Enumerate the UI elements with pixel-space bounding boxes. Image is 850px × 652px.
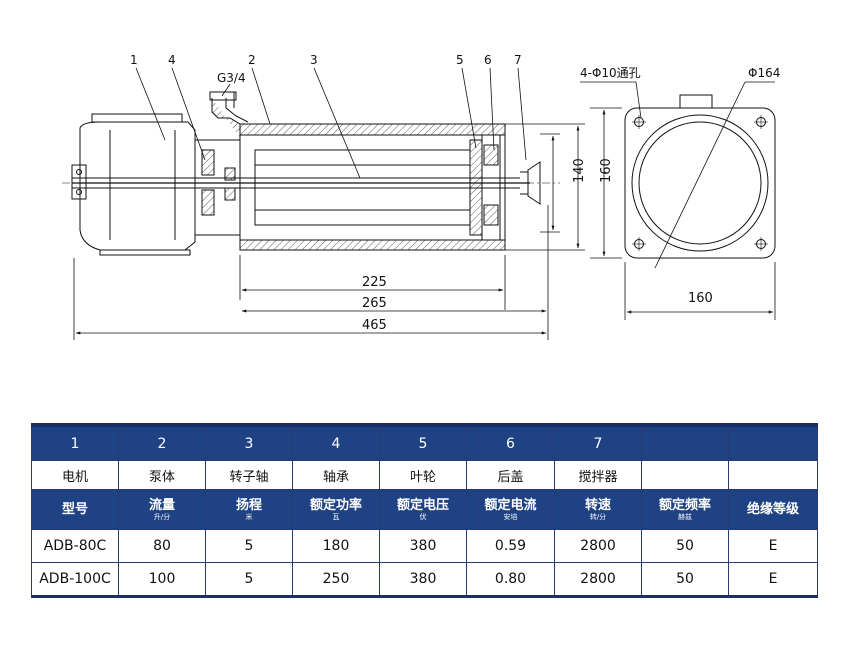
part-name-cell bbox=[641, 460, 729, 490]
dim-140: 140 bbox=[572, 158, 587, 183]
part-label-4: 4 bbox=[168, 53, 176, 67]
part-index-cell: 2 bbox=[118, 424, 206, 461]
parameter-name: 额定功率 bbox=[309, 498, 362, 513]
parameter-header-cell: 转速转/分 bbox=[554, 489, 642, 530]
part-label-7: 7 bbox=[514, 53, 522, 67]
value-cell: 2800 bbox=[554, 529, 642, 563]
parameter-name: 流量 bbox=[148, 498, 175, 513]
dim-160-vertical: 160 bbox=[599, 158, 614, 183]
part-index-cell: 6 bbox=[466, 424, 555, 461]
parameter-unit: 伏 bbox=[419, 513, 427, 521]
part-index-cell: 1 bbox=[31, 424, 119, 461]
parameter-header-cell: 额定电流安培 bbox=[466, 489, 555, 530]
value-cell: 250 bbox=[292, 562, 380, 597]
parameter-header-cell: 型号 bbox=[31, 489, 119, 530]
part-label-6: 6 bbox=[484, 53, 492, 67]
diameter-label: Φ164 bbox=[748, 66, 780, 80]
value-cell: 80 bbox=[118, 529, 206, 563]
parameter-unit: 米 bbox=[245, 513, 253, 521]
part-name-cell bbox=[728, 460, 818, 490]
value-cell: 5 bbox=[205, 529, 293, 563]
pump-technical-drawing: 1 4 G3/4 2 3 5 6 7 225 265 465 140 160 1… bbox=[62, 53, 780, 340]
part-index-cell bbox=[641, 424, 729, 461]
parameter-name: 转速 bbox=[584, 498, 611, 513]
part-label-3: 3 bbox=[310, 53, 318, 67]
end-view bbox=[580, 81, 776, 320]
model-cell: ADB-80C bbox=[31, 529, 119, 563]
leader-lines bbox=[135, 67, 527, 179]
part-label-g34: G3/4 bbox=[217, 71, 246, 85]
parameter-name: 额定电流 bbox=[484, 498, 537, 513]
dim-160-horizontal: 160 bbox=[688, 291, 713, 306]
part-index-cell: 4 bbox=[292, 424, 380, 461]
value-cell: 50 bbox=[641, 529, 729, 563]
parameter-header-cell: 额定频率赫兹 bbox=[641, 489, 729, 530]
value-cell: 2800 bbox=[554, 562, 642, 597]
part-index-cell: 7 bbox=[554, 424, 642, 461]
dimension-labels: 225 265 465 140 160 160 bbox=[362, 158, 713, 333]
value-cell: E bbox=[728, 529, 818, 563]
value-cell: 380 bbox=[379, 529, 467, 563]
parameter-unit: 瓦 bbox=[332, 513, 340, 521]
part-labels: 1 4 G3/4 2 3 5 6 7 bbox=[130, 53, 522, 85]
parameter-name: 扬程 bbox=[235, 498, 262, 513]
parameter-header-cell: 扬程米 bbox=[205, 489, 293, 530]
parameter-name: 绝缘等级 bbox=[746, 502, 799, 517]
part-name-row: 电机泵体转子轴轴承叶轮后盖搅拌器 bbox=[31, 460, 818, 490]
parameter-header-cell: 额定电压伏 bbox=[379, 489, 467, 530]
part-index-cell: 3 bbox=[205, 424, 293, 461]
parameter-unit: 转/分 bbox=[589, 513, 607, 521]
part-name-cell: 电机 bbox=[31, 460, 119, 490]
dimension-lines bbox=[73, 123, 585, 340]
part-label-1: 1 bbox=[130, 53, 138, 67]
value-cell: 5 bbox=[205, 562, 293, 597]
dim-465: 465 bbox=[362, 318, 387, 333]
pump-body bbox=[239, 123, 506, 251]
parameter-unit: 赫兹 bbox=[678, 513, 692, 521]
part-name-cell: 叶轮 bbox=[379, 460, 467, 490]
model-cell: ADB-100C bbox=[31, 562, 119, 597]
dim-225: 225 bbox=[362, 275, 387, 290]
value-cell: 380 bbox=[379, 562, 467, 597]
parameter-name: 型号 bbox=[61, 502, 88, 517]
part-name-cell: 泵体 bbox=[118, 460, 206, 490]
part-label-5: 5 bbox=[456, 53, 464, 67]
side-view bbox=[62, 67, 585, 340]
parameter-header-row: 型号流量升/分扬程米额定功率瓦额定电压伏额定电流安培转速转/分额定频率赫兹绝缘等… bbox=[31, 489, 818, 530]
part-index-cell bbox=[728, 424, 818, 461]
part-name-cell: 转子轴 bbox=[205, 460, 293, 490]
parameter-name: 额定频率 bbox=[658, 498, 711, 513]
end-view-labels: 4-Φ10通孔 Φ164 bbox=[580, 66, 780, 80]
part-index-cell: 5 bbox=[379, 424, 467, 461]
parameter-header-cell: 绝缘等级 bbox=[728, 489, 818, 530]
rotor-shaft bbox=[62, 177, 560, 189]
value-cell: 0.80 bbox=[466, 562, 555, 597]
dim-265: 265 bbox=[362, 296, 387, 311]
value-cell: 0.59 bbox=[466, 529, 555, 563]
part-label-2: 2 bbox=[248, 53, 256, 67]
value-cell: E bbox=[728, 562, 818, 597]
part-name-cell: 搅拌器 bbox=[554, 460, 642, 490]
value-cell: 180 bbox=[292, 529, 380, 563]
holes-label: 4-Φ10通孔 bbox=[580, 66, 641, 80]
value-cell: 100 bbox=[118, 562, 206, 597]
part-name-cell: 轴承 bbox=[292, 460, 380, 490]
parameter-header-cell: 流量升/分 bbox=[118, 489, 206, 530]
value-cell: 50 bbox=[641, 562, 729, 597]
stirrer bbox=[520, 161, 541, 205]
part-name-cell: 后盖 bbox=[466, 460, 555, 490]
parameter-name: 额定电压 bbox=[396, 498, 449, 513]
motor-housing bbox=[71, 113, 196, 256]
parameter-header-cell: 额定功率瓦 bbox=[292, 489, 380, 530]
parameter-unit: 升/分 bbox=[153, 513, 171, 521]
mounting-holes bbox=[632, 115, 768, 251]
parameter-unit: 安培 bbox=[503, 513, 518, 521]
